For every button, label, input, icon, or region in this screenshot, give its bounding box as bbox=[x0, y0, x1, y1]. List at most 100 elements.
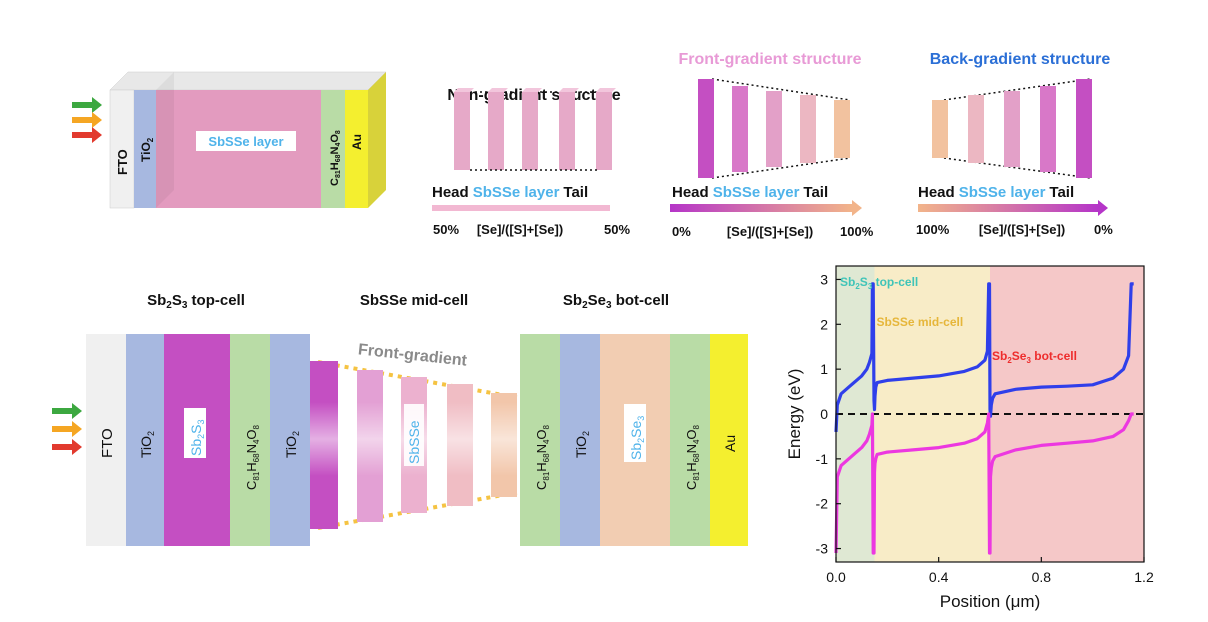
y-tick-label: -3 bbox=[816, 541, 829, 557]
mid-cell-title: SbSSe mid-cell bbox=[360, 292, 468, 309]
tandem-c81-1 bbox=[230, 334, 270, 546]
sbsse-label-bg bbox=[404, 404, 424, 466]
tandem-fto-label: FTO bbox=[99, 428, 116, 458]
back-gradient-left-pct: 100% bbox=[916, 222, 950, 237]
non-gradient-bar bbox=[432, 205, 610, 211]
front-gradient-left-pct: 0% bbox=[672, 224, 691, 239]
tandem-sb2s3-label: Sb2S3 bbox=[188, 420, 206, 457]
sb2s3-label-bg bbox=[184, 408, 206, 458]
sb2se3-label-bg bbox=[624, 404, 646, 462]
arrow-green-icon bbox=[72, 97, 102, 113]
front-gradient-ratio: [Se]/([S]+[Se]) bbox=[727, 224, 813, 239]
back-gradient-ratio: [Se]/([S]+[Se]) bbox=[979, 222, 1065, 237]
single-tio2-label: TiO2 bbox=[139, 137, 155, 162]
tandem-sbsse-label: SbSSe bbox=[406, 420, 422, 464]
region-label-1: Sb2S3 top-cell bbox=[840, 275, 918, 291]
y-axis-ticks: 3 2 1 0 -1 -2 -3 bbox=[816, 271, 841, 557]
non-gradient-right-pct: 50% bbox=[604, 222, 630, 237]
front-gradient-arrowhead bbox=[852, 200, 862, 216]
region-label-3: Sb2Se3 bot-cell bbox=[992, 349, 1077, 365]
front-gradient-label: Front-gradient bbox=[357, 341, 468, 369]
tandem-fto bbox=[86, 334, 126, 546]
light-arrows-bottom bbox=[52, 403, 82, 455]
chart-series bbox=[834, 282, 1134, 555]
x-tick-label: 0.0 bbox=[826, 569, 846, 585]
layer-sbsse-shade bbox=[156, 72, 174, 208]
x-axis-ticks: 0.0 0.4 0.8 1.2 bbox=[826, 557, 1154, 585]
valence-band-line bbox=[834, 412, 1134, 555]
dash-top bbox=[711, 78, 851, 101]
device-top-face bbox=[109, 71, 387, 91]
single-fto-label: FTO bbox=[115, 149, 130, 175]
y-tick-label: -2 bbox=[816, 496, 829, 512]
tandem-au-label: Au bbox=[722, 435, 738, 452]
single-c81-label: C81H68N4O8 bbox=[329, 130, 342, 186]
y-tick-label: 1 bbox=[820, 361, 828, 377]
y-tick-label: -1 bbox=[816, 451, 829, 467]
back-gradient-bar bbox=[918, 204, 1098, 212]
arrow-red-icon bbox=[72, 127, 102, 143]
back-gradient-right-pct: 0% bbox=[1094, 222, 1113, 237]
arrow-green-icon bbox=[52, 403, 82, 419]
front-gradient-right-pct: 100% bbox=[840, 224, 874, 239]
tandem-c81-3 bbox=[670, 334, 710, 546]
y-tick-label: 0 bbox=[820, 406, 828, 422]
back-gradient-title: Back-gradient structure bbox=[930, 51, 1111, 68]
non-gradient-ratio: [Se]/([S]+[Se]) bbox=[477, 222, 563, 237]
layer-c81 bbox=[321, 90, 345, 208]
single-sbsse-label: SbSSe layer bbox=[208, 134, 283, 149]
light-arrows-top bbox=[72, 97, 102, 143]
non-gradient-slabs bbox=[454, 88, 616, 170]
tandem-device: Sb2S3 top-cell SbSSe mid-cell Sb2Se3 bot… bbox=[52, 292, 748, 546]
tandem-tio2-1-label: TiO2 bbox=[138, 431, 156, 458]
dash-bottom bbox=[711, 157, 851, 179]
single-au-label: Au bbox=[350, 134, 364, 150]
y-tick-label: 3 bbox=[820, 271, 828, 287]
tandem-tio2-2-label: TiO2 bbox=[283, 431, 301, 458]
tandem-tio2-3-label: TiO2 bbox=[573, 431, 591, 458]
single-cell-device: FTO TiO2 SbSSe layer C81H68N4O8 Au bbox=[72, 71, 387, 209]
x-axis-label: Position (μm) bbox=[940, 592, 1040, 611]
y-axis-label: Energy (eV) bbox=[785, 369, 804, 460]
back-gradient-arrowhead bbox=[1098, 200, 1108, 216]
arrow-orange-icon bbox=[52, 421, 82, 437]
layer-tio2 bbox=[134, 90, 156, 208]
tandem-tio2-3 bbox=[560, 334, 600, 546]
y-tick-label: 2 bbox=[820, 316, 828, 332]
tandem-sb2se3-label: Sb2Se3 bbox=[628, 416, 646, 460]
front-gradient-title: Front-gradient structure bbox=[678, 51, 861, 68]
device-right-face bbox=[368, 72, 386, 208]
conduction-band-line bbox=[834, 282, 1134, 432]
tandem-c81-1-label: C81H68N4O8 bbox=[244, 424, 261, 490]
tandem-tio2-1 bbox=[126, 334, 164, 546]
arrow-orange-icon bbox=[72, 112, 102, 128]
front-gradient-bar bbox=[670, 204, 852, 212]
top-cell-title: Sb2S3 top-cell bbox=[147, 292, 245, 311]
sbsse-label-bg bbox=[196, 131, 296, 151]
tandem-c81-3-label: C81H68N4O8 bbox=[684, 424, 701, 490]
tandem-tio2-2 bbox=[270, 334, 310, 546]
front-gradient-slabs bbox=[698, 79, 850, 178]
back-gradient-slabs bbox=[932, 79, 1092, 178]
x-tick-label: 0.4 bbox=[929, 569, 949, 585]
layer-fto bbox=[109, 89, 135, 209]
arrow-red-icon bbox=[52, 439, 82, 455]
x-tick-label: 1.2 bbox=[1134, 569, 1154, 585]
tandem-c81-2-label: C81H68N4O8 bbox=[534, 424, 551, 490]
tandem-au bbox=[710, 334, 748, 546]
region-label-2: SbSSe mid-cell bbox=[877, 315, 964, 329]
non-gradient-left-pct: 50% bbox=[433, 222, 459, 237]
layer-au bbox=[345, 90, 368, 208]
x-tick-label: 0.8 bbox=[1032, 569, 1052, 585]
tandem-c81-2 bbox=[520, 334, 560, 546]
bot-cell-title: Sb2Se3 bot-cell bbox=[563, 292, 669, 311]
